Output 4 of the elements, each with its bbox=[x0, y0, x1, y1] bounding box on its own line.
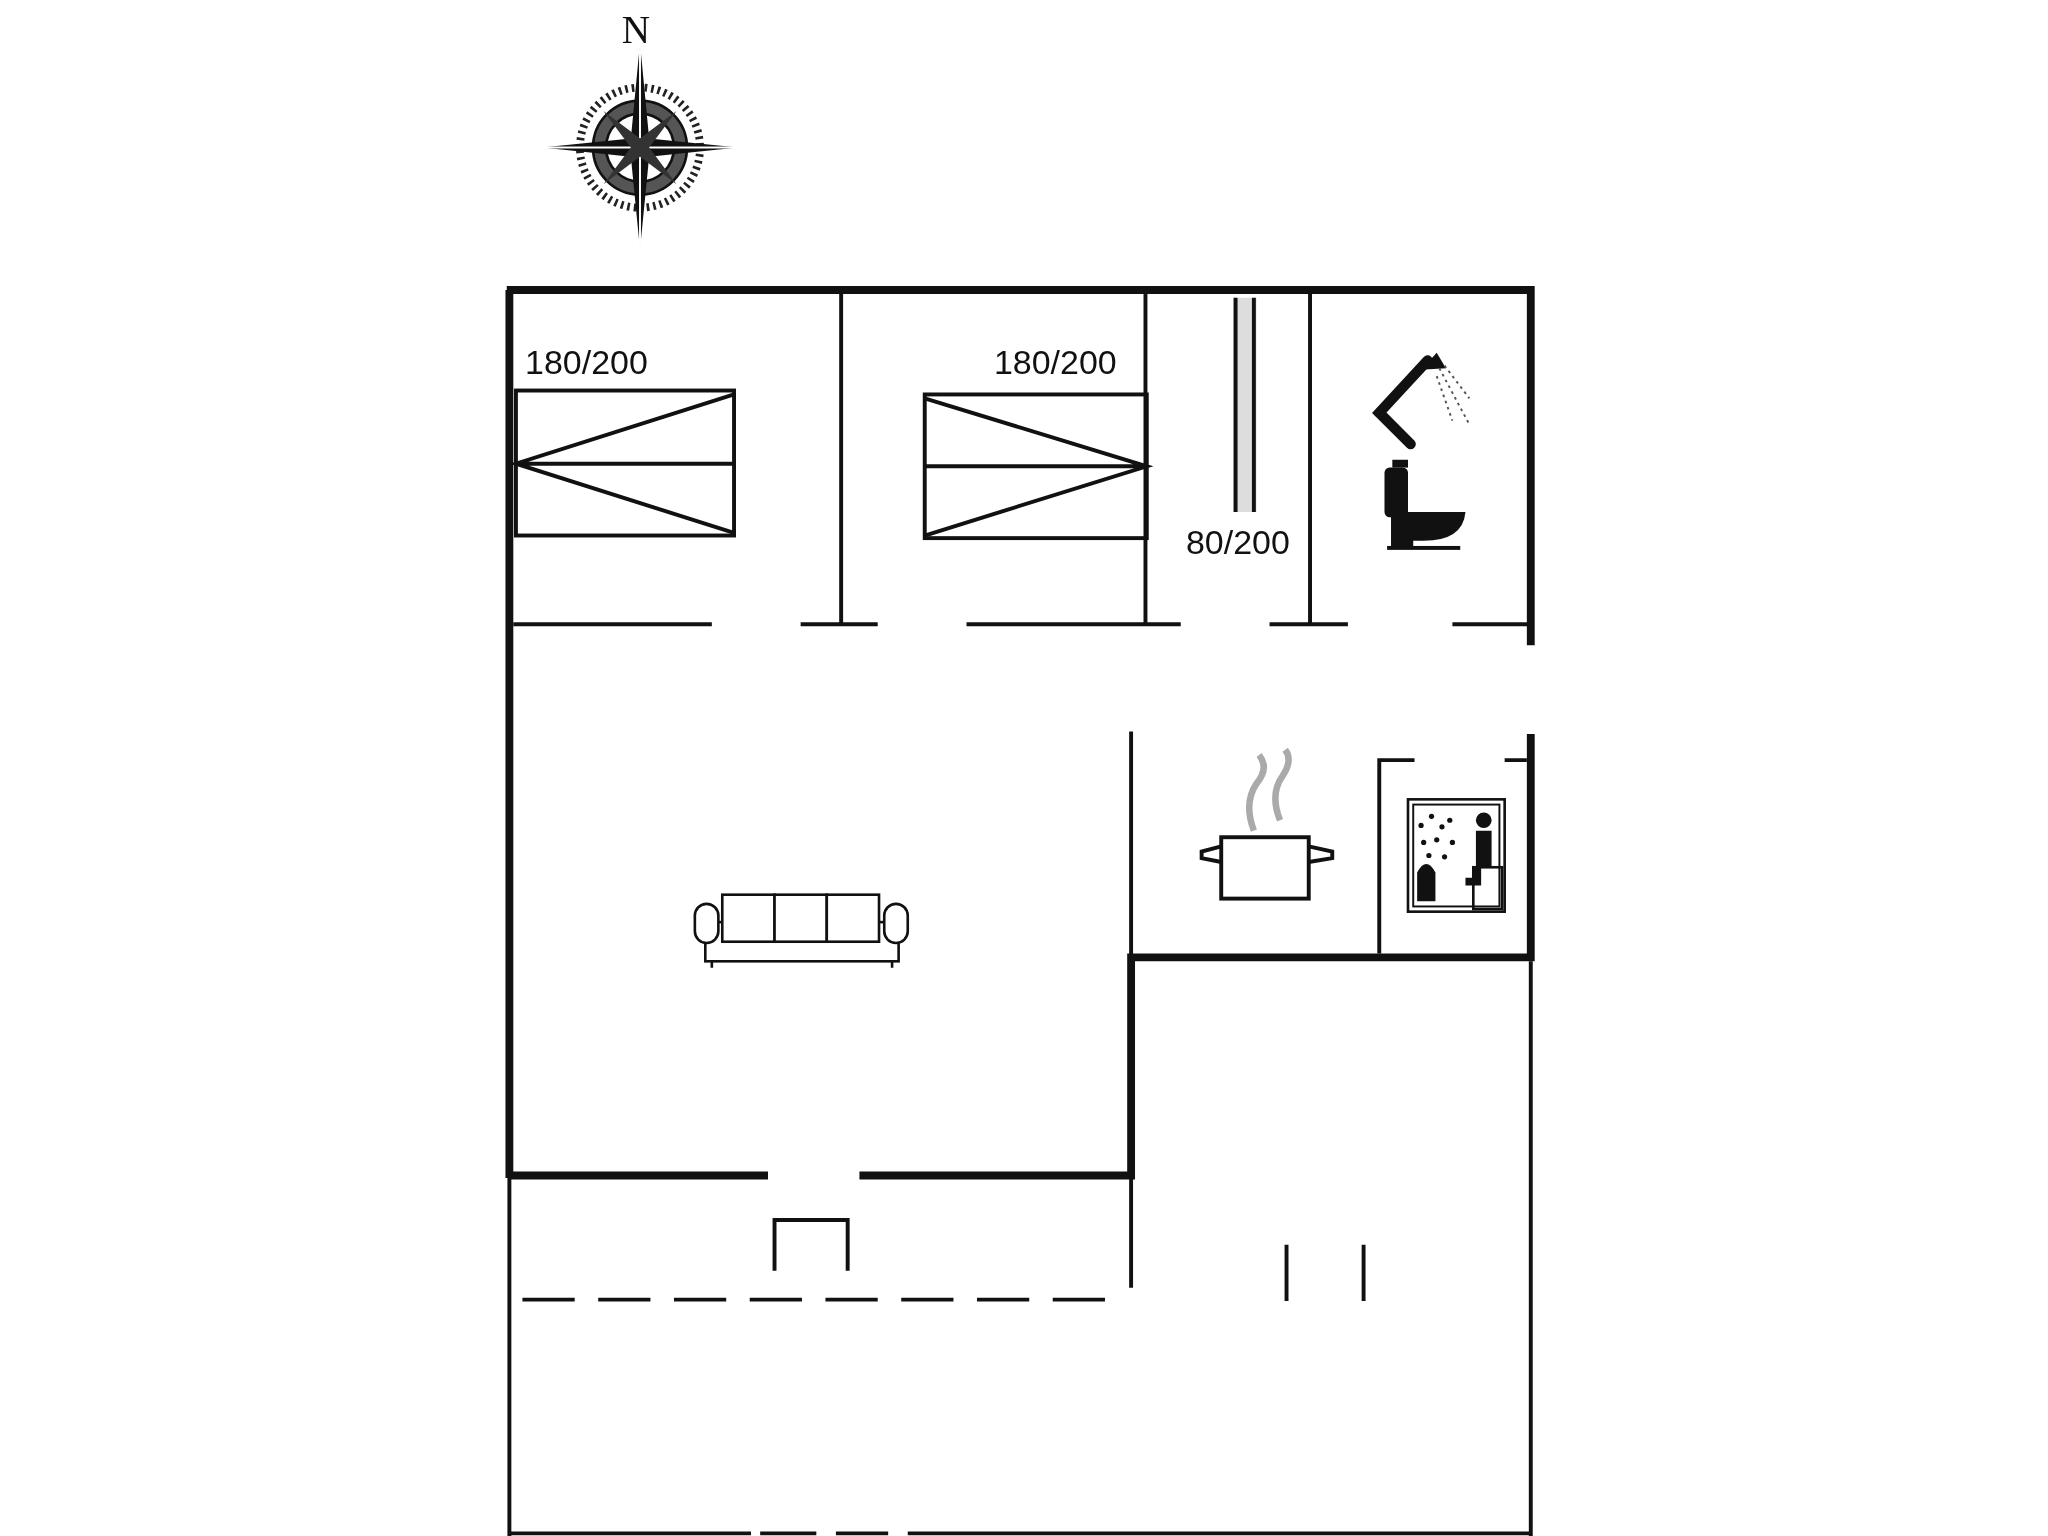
bed-size-label: 80/200 bbox=[1185, 525, 1290, 559]
bed-size-label: 180/200 bbox=[993, 344, 1117, 379]
north-label: N bbox=[621, 10, 650, 50]
bed-size-label: 180/200 bbox=[525, 344, 648, 379]
